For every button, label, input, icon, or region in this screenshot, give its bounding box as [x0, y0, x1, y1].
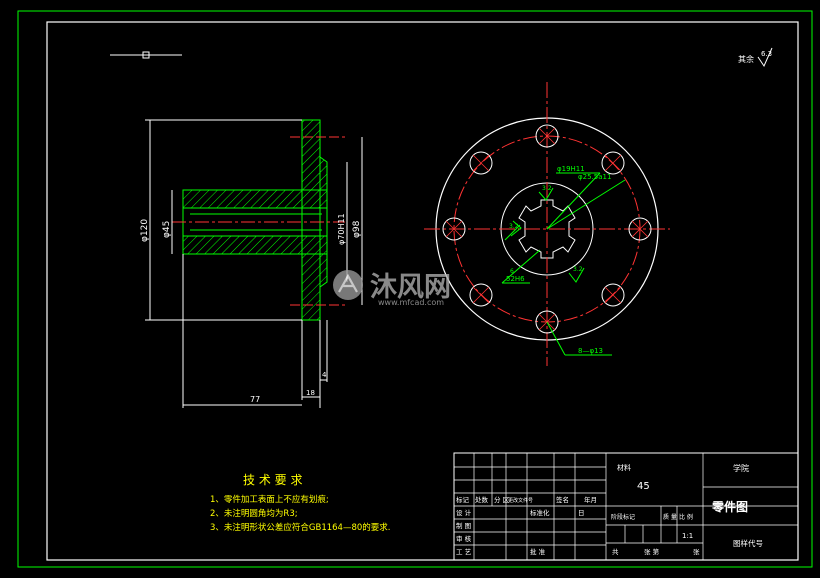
- title-block-grid: [454, 453, 798, 560]
- roughness-b: 3.2: [509, 223, 519, 230]
- dim-phi120: φ120: [140, 219, 150, 242]
- leader-slot: [504, 224, 521, 241]
- tb-weight: 质 量: [663, 513, 677, 521]
- tb-row-label-1: 标记: [456, 495, 470, 504]
- tb-row-label-4: 更改文件号: [508, 497, 533, 504]
- title-block: 标记 处数 分 区 更改文件号 签名 年月 设 计 制 图 审 核 工 艺 标准…: [453, 452, 799, 561]
- tb-row-label-2: 处数: [475, 495, 489, 504]
- dim-18: 18: [306, 389, 315, 397]
- outer-border: [17, 10, 813, 568]
- watermark-brand: 沐风网: [370, 272, 451, 303]
- tb-material-value: 45: [637, 481, 650, 492]
- dim-holes: 8—φ13: [578, 347, 603, 355]
- hub-hatch-top: [182, 189, 328, 209]
- tb-left-label-2: 制 图: [456, 521, 471, 530]
- dim-d19: φ19H11: [557, 165, 585, 173]
- tb-sheets-total: 共: [612, 547, 619, 556]
- tb-left-label-4: 工 艺: [456, 548, 472, 556]
- leader-holes: [546, 321, 566, 356]
- watermark-url: www.mfcad.com: [378, 298, 444, 307]
- tb-approve: 批 准: [530, 547, 546, 556]
- front-view: φ19H11 φ25.5a11 8—φ13 6 52H6 3.2 3.2 3.2: [424, 82, 670, 366]
- roughness-c: 3.2: [573, 266, 583, 273]
- tb-row-label-5: 签名: [556, 495, 569, 504]
- watermark: 沐风网 www.mfcad.com: [333, 270, 451, 307]
- tb-sheets-label: 张 第: [644, 547, 660, 556]
- bolt-hole: [628, 217, 652, 241]
- tb-std: 标准化: [530, 508, 550, 517]
- tb-day: 日: [578, 509, 585, 517]
- title-block-frame: [453, 452, 799, 561]
- tb-part-name: 零件图: [711, 499, 748, 514]
- bolt-hole: [601, 283, 625, 307]
- tb-ratio: 比 例: [679, 513, 693, 521]
- tech-req-item-2: 2、未注明圆角均为R3;: [210, 508, 298, 519]
- tb-row-label-3: 分 区: [494, 495, 510, 504]
- leader-d19: [546, 172, 601, 230]
- tb-school: 学院: [733, 463, 749, 473]
- orientation-mark-box: [142, 51, 150, 59]
- dim-77: 77: [250, 395, 260, 404]
- tb-stage: 阶段标记: [611, 513, 635, 521]
- tech-req-item-1: 1、零件加工表面上不应有划痕;: [210, 494, 329, 505]
- dim-w6: 6: [510, 268, 514, 275]
- bolt-hole: [469, 151, 493, 175]
- dim-phi45: φ45: [162, 221, 172, 238]
- tb-material-label: 材料: [617, 463, 631, 472]
- tb-sheet-label: 张: [693, 547, 700, 556]
- tb-row-label-6: 年月: [584, 495, 597, 504]
- bolt-holes: [442, 124, 652, 334]
- dim-w52: 52H6: [506, 275, 525, 283]
- bolt-hole: [535, 310, 559, 334]
- tb-left-label-3: 审 核: [456, 534, 472, 543]
- roughness-symbol: [757, 47, 773, 68]
- tb-drawing-code: 图样代号: [733, 538, 763, 548]
- tech-req-title: 技 术 要 求: [243, 473, 302, 487]
- tech-req-item-3: 3、未注明形状公差应符合GB1164—80的要求.: [210, 522, 390, 533]
- side-view: φ120 φ45 φ70H11 φ98 77 18 4: [140, 119, 363, 408]
- inner-border: [46, 21, 799, 561]
- flange-hatch-top: [301, 119, 328, 191]
- leader-d25: [546, 179, 626, 230]
- bolt-hole: [601, 151, 625, 175]
- spline-bore: [518, 199, 576, 259]
- dim-4: 4: [322, 371, 327, 379]
- bolt-hole: [469, 283, 493, 307]
- flange-hatch-bottom: [301, 253, 328, 321]
- tb-left-label-1: 设 计: [456, 508, 472, 517]
- dim-d25: φ25.5a11: [578, 173, 611, 181]
- roughness-c-symbol: [568, 267, 585, 283]
- roughness-value: 6.3: [761, 50, 772, 58]
- hub-hatch-bottom: [182, 235, 328, 255]
- roughness-note: 其余: [738, 54, 754, 64]
- bolt-hole: [442, 217, 466, 241]
- tb-scale: 1:1: [682, 532, 693, 540]
- leader-w52: [501, 249, 541, 284]
- roughness-b-symbol: [510, 220, 522, 237]
- roughness-a: 3.2: [542, 185, 552, 192]
- technical-requirements: 技 术 要 求 1、零件加工表面上不应有划痕; 2、未注明圆角均为R3; 3、未…: [210, 473, 390, 533]
- watermark-logo-mark: [338, 273, 358, 293]
- roughness-a-symbol: [538, 187, 554, 201]
- dim-phi70: φ70H11: [337, 213, 346, 245]
- dim-phi98: φ98: [352, 220, 362, 238]
- bolt-hole: [535, 124, 559, 148]
